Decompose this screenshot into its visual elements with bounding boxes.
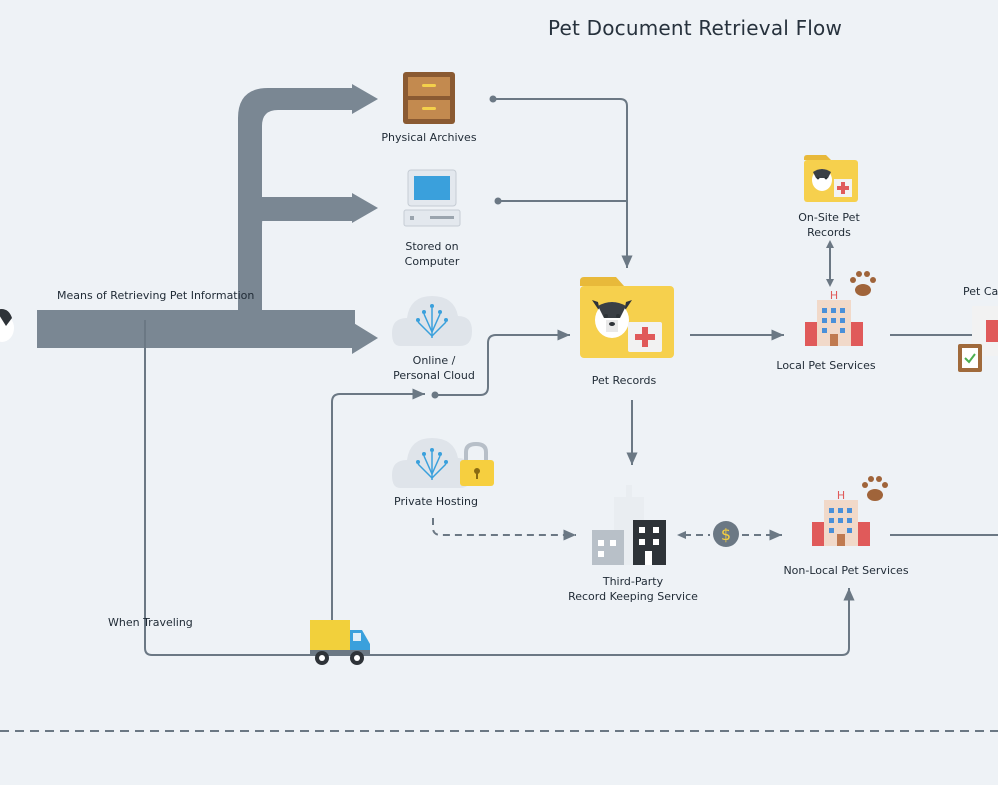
pet-folder-icon [580,277,674,358]
connector-truck-cloud [331,388,425,630]
stored-on-computer-label-line2: Computer [404,255,460,268]
city-buildings-icon [592,485,666,565]
computer-icon [403,169,461,227]
nonlocal-hospital-icon: H [812,489,870,546]
svg-text:H: H [837,489,845,502]
connector-cloud-records [435,329,570,396]
private-hosting-label: Private Hosting [394,495,478,508]
dog-icon [0,309,14,342]
onsite-records-label-line2: Records [807,226,851,239]
when-traveling-label: When Traveling [108,616,193,629]
truck-icon [310,620,370,665]
connector-archives-records [493,98,633,268]
cloud-icon [392,296,472,346]
hospital-icon: H [805,289,863,346]
onsite-folder-icon [804,155,858,202]
pet-records-label: Pet Records [591,374,657,387]
clipboard-icon [958,306,998,372]
dollar-text: $ [721,525,731,544]
dollar-icon: $ [713,521,739,547]
online-label-line1: Online / [412,354,456,367]
cloud-lock-icon [392,438,494,488]
paw-icon [850,271,876,296]
means-label: Means of Retrieving Pet Information [57,289,255,302]
cabinet-icon [403,72,455,124]
svg-text:H: H [830,289,838,302]
main-trunk-arrows [37,84,378,354]
connector-truck-nonlocal [368,588,855,656]
onsite-records-label-line1: On-Site Pet [798,211,860,224]
nonlocal-paw-icon [862,476,888,501]
local-services-label: Local Pet Services [776,359,876,372]
physical-archives-label: Physical Archives [381,131,477,144]
online-label-line2: Personal Cloud [393,369,475,382]
non-local-services-label: Non-Local Pet Services [783,564,909,577]
connectors [144,98,998,656]
connector-when-traveling [144,320,398,656]
stored-on-computer-label-line1: Stored on [405,240,459,253]
page-title: Pet Document Retrieval Flow [547,16,843,40]
third-party-label-line2: Record Keeping Service [568,590,698,603]
third-party-label-line1: Third-Party [602,575,664,588]
pet-care-label: Pet Car [963,285,998,298]
dashed-connectors [432,518,782,541]
